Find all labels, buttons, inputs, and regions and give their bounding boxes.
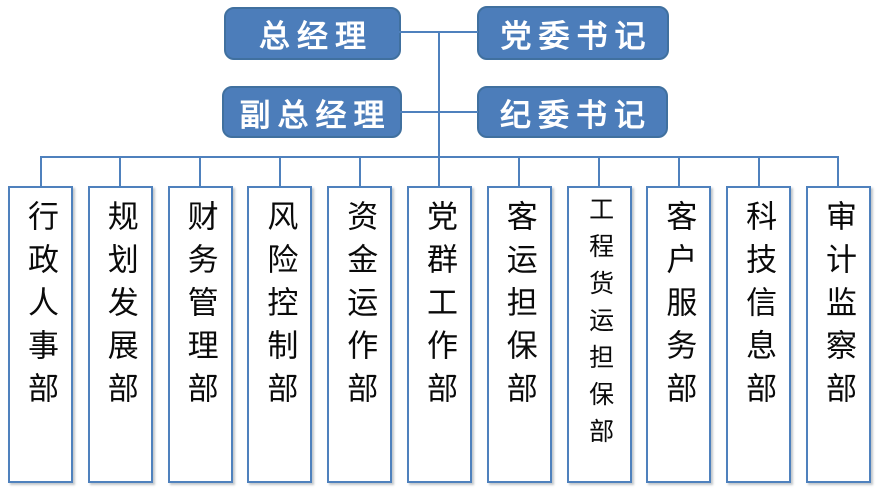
connector-stub xyxy=(39,157,42,186)
department-column-capital-operation: 资金运作部 xyxy=(327,157,393,483)
department-column-finance-management: 财务管理部 xyxy=(167,157,233,483)
connector-stub xyxy=(199,157,202,186)
department-label: 财务管理部 xyxy=(182,200,218,415)
department-box: 财务管理部 xyxy=(167,186,233,483)
department-box: 党群工作部 xyxy=(406,186,472,483)
department-column-audit-supervision: 审计监察部 xyxy=(805,157,871,483)
connector-stub xyxy=(598,157,601,186)
department-column-engineering-freight-guarantee: 工程货运担保部 xyxy=(566,157,632,483)
department-label: 客户服务部 xyxy=(661,200,697,415)
department-column-customer-service: 客户服务部 xyxy=(646,157,712,483)
departments-row: 行政人事部 规划发展部 财务管理部 风险控制部 资金运作部 xyxy=(8,157,871,483)
department-column-admin-hr: 行政人事部 xyxy=(8,157,73,483)
department-label: 行政人事部 xyxy=(23,200,58,415)
department-column-party-mass-work: 党群工作部 xyxy=(406,157,472,483)
leader-label-party-committee-secretary: 党委书记 xyxy=(500,18,653,54)
department-box: 科技信息部 xyxy=(726,186,792,483)
connector-stub xyxy=(837,157,840,186)
department-column-risk-control: 风险控制部 xyxy=(247,157,313,483)
connector-stub xyxy=(358,157,361,186)
connector-stub xyxy=(757,157,760,186)
connector-center-spine xyxy=(438,31,440,158)
department-label: 风险控制部 xyxy=(262,200,298,415)
department-box: 客户服务部 xyxy=(646,186,712,483)
department-box: 资金运作部 xyxy=(327,186,393,483)
connector-stub xyxy=(518,157,521,186)
department-label: 工程货运担保部 xyxy=(585,196,614,455)
leader-label-general-manager: 总经理 xyxy=(259,19,373,54)
department-box: 工程货运担保部 xyxy=(566,186,632,483)
connector-stub xyxy=(438,157,441,186)
leader-label-deputy-general-manager: 副总经理 xyxy=(239,97,392,133)
department-box: 审计监察部 xyxy=(805,186,871,483)
department-box: 行政人事部 xyxy=(8,186,73,483)
leader-label-discipline-committee-secretary: 纪委书记 xyxy=(500,97,652,133)
department-box: 风险控制部 xyxy=(247,186,313,483)
connector-stub xyxy=(677,157,680,186)
department-box: 规划发展部 xyxy=(87,186,153,483)
department-label: 资金运作部 xyxy=(342,200,378,415)
leader-box-deputy-general-manager: 副总经理 xyxy=(222,86,402,138)
department-column-passenger-guarantee: 客运担保部 xyxy=(486,157,552,483)
leader-box-discipline-committee-secretary: 纪委书记 xyxy=(477,86,668,138)
leader-box-general-manager: 总经理 xyxy=(224,7,401,60)
department-label: 审计监察部 xyxy=(820,200,856,415)
department-label: 规划发展部 xyxy=(102,200,138,415)
department-label: 党群工作部 xyxy=(421,200,457,415)
department-label: 客运担保部 xyxy=(501,200,537,415)
department-column-planning-development: 规划发展部 xyxy=(87,157,153,483)
connector-stub xyxy=(278,157,281,186)
leader-box-party-committee-secretary: 党委书记 xyxy=(477,6,669,60)
department-box: 客运担保部 xyxy=(486,186,552,483)
department-label: 科技信息部 xyxy=(741,200,777,415)
department-column-technology-information: 科技信息部 xyxy=(726,157,792,483)
connector-stub xyxy=(119,157,122,186)
